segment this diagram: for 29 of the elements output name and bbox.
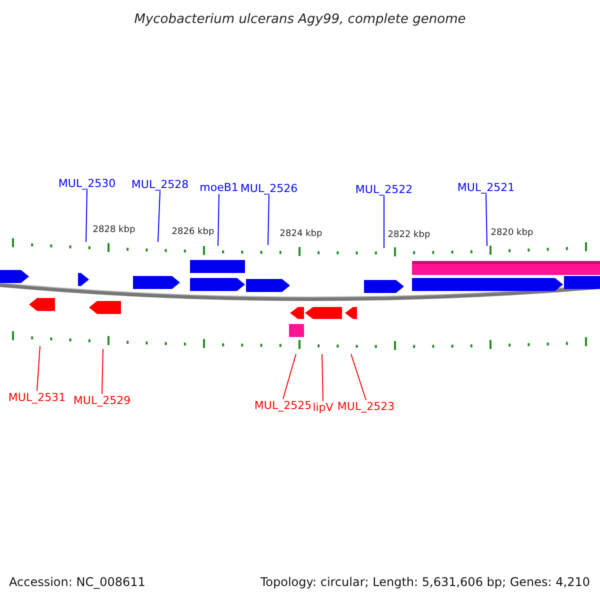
leader-line: [102, 348, 104, 394]
genome-info-text: Topology: circular; Length: 5,631,606 bp; Genes: 4,210: [260, 574, 590, 591]
position-label: 2824 kbp: [280, 228, 322, 241]
position-label: 2828 kbp: [92, 224, 136, 237]
leader-line: [322, 354, 324, 402]
leader-line: [36, 346, 40, 392]
leader-line: [350, 354, 366, 400]
gene-label: MUL_2529: [73, 394, 131, 407]
gene-label: MUL_2521: [457, 181, 515, 194]
gene-label: MUL_2523: [337, 400, 395, 413]
gene-label: MUL_2531: [8, 391, 66, 404]
leader-line: [282, 354, 296, 400]
gene-label: MUL_2528: [131, 178, 189, 191]
position-label: 2822 kbp: [388, 229, 430, 242]
gene-label: moeB1: [200, 181, 238, 194]
leader-line: [268, 194, 270, 246]
gene-label: MUL_2526: [240, 182, 298, 195]
gene-label: lipV: [312, 401, 334, 414]
position-label: 2826 kbp: [172, 226, 214, 239]
accession-text: Accession: NC_008611: [9, 574, 146, 591]
position-label: 2820 kbp: [490, 227, 534, 240]
leader-line: [158, 190, 160, 242]
title: Mycobacterium ulcerans Agy99, complete genome: [133, 11, 467, 29]
leader-line: [218, 194, 220, 246]
gene-label: MUL_2530: [58, 177, 116, 190]
leader-line: [486, 194, 488, 246]
gene-label: MUL_2522: [355, 183, 413, 196]
gene-label: MUL_2525: [254, 399, 312, 412]
leader-line: [86, 190, 88, 242]
